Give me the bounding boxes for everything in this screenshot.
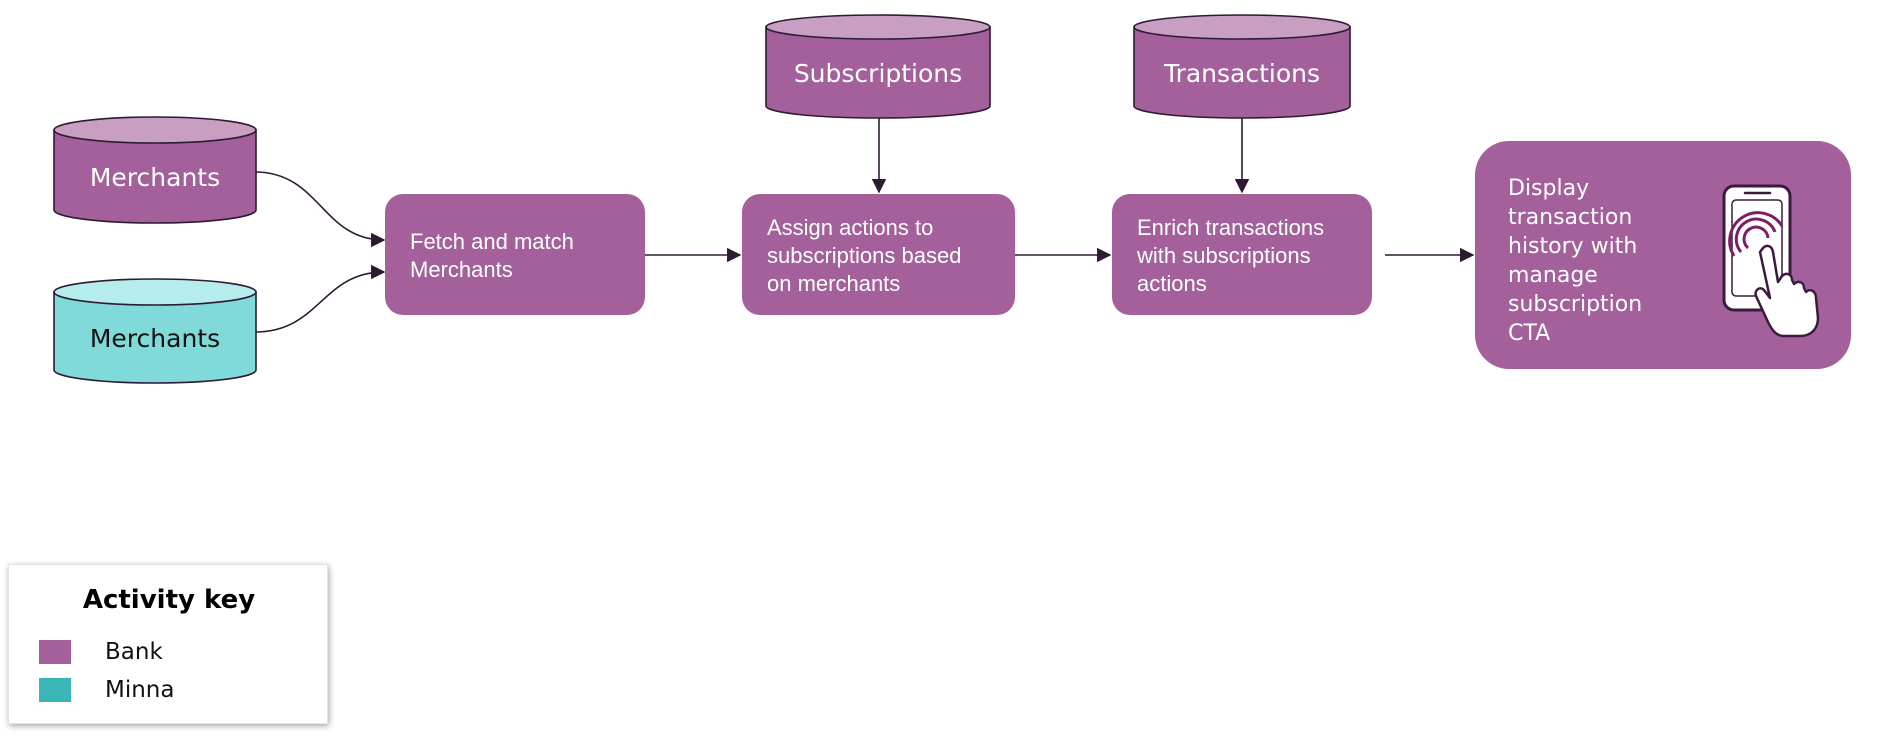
svg-text:Display transaction: Display transaction history with manage …	[1508, 176, 1649, 346]
subscriptions-cylinder: Subscriptions	[765, 14, 991, 119]
assign-line-1: Assign actions to	[767, 215, 933, 240]
arrow-merchants-minna-to-fetch	[254, 264, 386, 333]
merchants-minna-label: Merchants	[90, 324, 220, 353]
svg-text:Fetch and match Merchant: Fetch and match Merchants	[410, 229, 580, 282]
display-line-6: CTA	[1508, 321, 1550, 346]
assign-line-3: on merchants	[767, 271, 900, 296]
merchants-bank-label: Merchants	[90, 163, 220, 192]
enrich-line-3: actions	[1137, 271, 1207, 296]
fetch-line-1: Fetch and match	[410, 229, 574, 254]
display-box: Display transaction history with manage …	[1475, 141, 1851, 369]
display-line-3: history with	[1508, 234, 1637, 259]
transactions-label: Transactions	[1163, 59, 1320, 88]
display-line-1: Display	[1508, 176, 1589, 201]
activity-key: Activity key Bank Minna	[8, 564, 328, 724]
bank-swatch	[39, 640, 71, 664]
display-line-5: subscription	[1508, 292, 1642, 317]
fetch-line-2: Merchants	[410, 257, 513, 282]
key-item-bank: Bank	[39, 639, 163, 665]
assign-line-2: subscriptions based	[767, 243, 961, 268]
activity-key-title: Activity key	[82, 585, 256, 615]
display-line-2: transaction	[1508, 205, 1632, 230]
assign-box: Assign actions to subscriptions based on…	[742, 194, 1015, 315]
minna-label: Minna	[105, 677, 175, 703]
enrich-box: Enrich transactions with subscriptions a…	[1112, 194, 1372, 315]
arrow-merchants-bank-to-fetch	[254, 171, 386, 248]
merchants-minna-cylinder: Merchants	[53, 278, 257, 384]
bank-label: Bank	[105, 639, 163, 665]
svg-text:Enrich transactions with: Enrich transactions with subscriptions a…	[1136, 215, 1330, 296]
minna-swatch	[39, 678, 71, 702]
transactions-cylinder: Transactions	[1133, 14, 1351, 119]
connectors	[254, 118, 1475, 333]
enrich-line-1: Enrich transactions	[1137, 215, 1324, 240]
display-line-4: manage	[1508, 263, 1598, 288]
enrich-line-2: with subscriptions	[1136, 243, 1311, 268]
svg-text:Assign actions to subscr: Assign actions to subscriptions based on…	[767, 215, 968, 296]
key-item-minna: Minna	[39, 677, 174, 703]
merchants-bank-cylinder: Merchants	[53, 116, 257, 224]
fetch-box: Fetch and match Merchants	[385, 194, 645, 315]
subscriptions-label: Subscriptions	[794, 59, 962, 88]
phone-tap-icon	[1722, 184, 1820, 338]
